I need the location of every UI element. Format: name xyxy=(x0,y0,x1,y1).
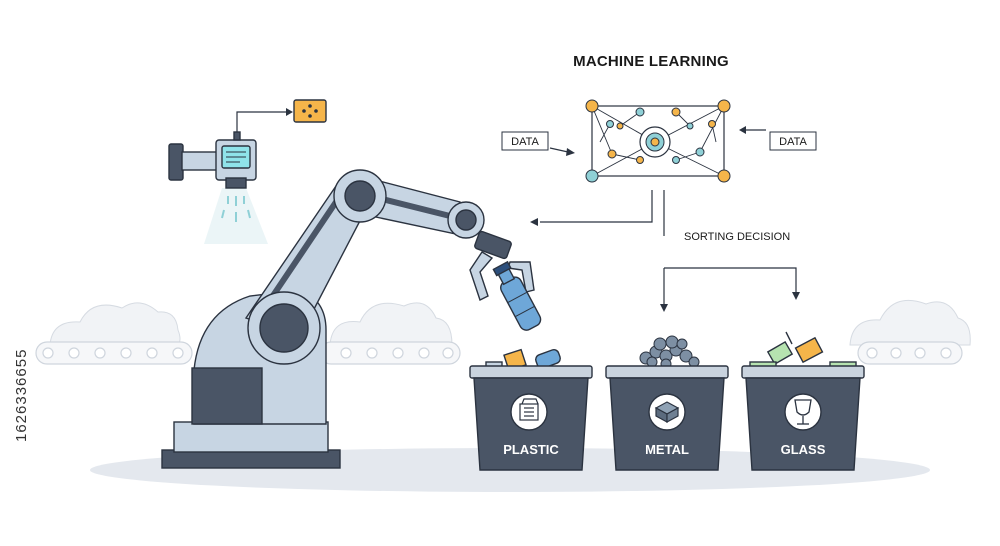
plastic-bottle-held xyxy=(492,260,542,331)
camera-lens xyxy=(225,177,247,189)
bin-glass-label: GLASS xyxy=(781,442,826,457)
data-left-box xyxy=(501,131,549,151)
ml-core-ring-center xyxy=(650,137,660,147)
bin-plastic-label: PLASTIC xyxy=(503,442,559,457)
watermark-id: 1626336655 xyxy=(13,349,30,442)
decision-to-bins-line xyxy=(664,267,797,294)
robot-arm xyxy=(161,169,542,469)
cloud-right xyxy=(849,300,971,346)
camera-signal-arrowhead xyxy=(286,108,293,116)
bin-metal-label: METAL xyxy=(645,442,689,457)
decision-arrows xyxy=(540,190,797,306)
decision-to-robot-arrowhead xyxy=(530,218,538,226)
robot-base-joint-inner xyxy=(259,303,309,353)
robot-base-plate xyxy=(161,449,341,469)
decision-to-metal-arrowhead xyxy=(660,304,668,312)
camera-arm xyxy=(181,151,219,171)
camera-screen-lines xyxy=(226,151,246,163)
data-input-right: DATA xyxy=(739,126,817,151)
metal-contents xyxy=(639,335,700,370)
robot-shoulder-joint-inner xyxy=(344,180,376,212)
data-left-arrowhead xyxy=(566,148,575,156)
camera-beam-lines xyxy=(221,196,251,222)
data-right-arrowhead xyxy=(739,126,746,134)
data-input-left: DATA xyxy=(501,131,575,156)
ml-nodes xyxy=(585,99,731,183)
glass-contents xyxy=(749,331,857,371)
background-left xyxy=(35,302,193,365)
sorting-decision-label: SORTING DECISION xyxy=(684,231,790,243)
conveyor-right-rollers xyxy=(866,347,952,359)
metal-icon xyxy=(654,401,680,424)
bin-metal-lid xyxy=(605,365,729,379)
plastic-icon xyxy=(519,398,539,421)
camera-antenna xyxy=(233,131,241,141)
bin-metal: METAL xyxy=(605,335,729,471)
conveyor-left xyxy=(35,341,193,365)
conveyor-left-rollers xyxy=(42,347,184,359)
camera-mount xyxy=(168,143,184,181)
bin-glass: GLASS xyxy=(741,331,865,471)
ml-network xyxy=(585,99,731,183)
data-right-label: DATA xyxy=(779,136,807,148)
cloud-left xyxy=(49,302,181,346)
signal-box xyxy=(293,99,327,123)
data-left-arrow xyxy=(549,147,569,153)
ml-title: MACHINE LEARNING xyxy=(573,53,729,70)
data-right-box xyxy=(769,131,817,151)
robot-pedestal-panel xyxy=(191,367,263,425)
background-right xyxy=(849,300,971,365)
robot-elbow-joint-inner xyxy=(455,209,477,231)
background-middle xyxy=(319,302,461,365)
conveyor-right xyxy=(857,341,963,365)
bin-plastic-lid xyxy=(469,365,593,379)
decision-to-robot-line xyxy=(540,190,653,223)
glass-icon xyxy=(794,399,812,425)
bin-glass-icon-circle xyxy=(784,393,822,431)
bin-glass-lid xyxy=(741,365,865,379)
conveyor-middle-rollers xyxy=(340,347,454,359)
data-left-label: DATA xyxy=(511,136,539,148)
camera-sensor xyxy=(168,99,327,244)
robot-base-step xyxy=(173,421,329,453)
decision-to-glass-arrowhead xyxy=(792,292,800,300)
bin-plastic: PLASTIC xyxy=(469,348,593,471)
cloud-middle xyxy=(329,302,453,346)
camera-signal-line xyxy=(236,111,286,132)
signal-box-dots xyxy=(302,104,318,118)
